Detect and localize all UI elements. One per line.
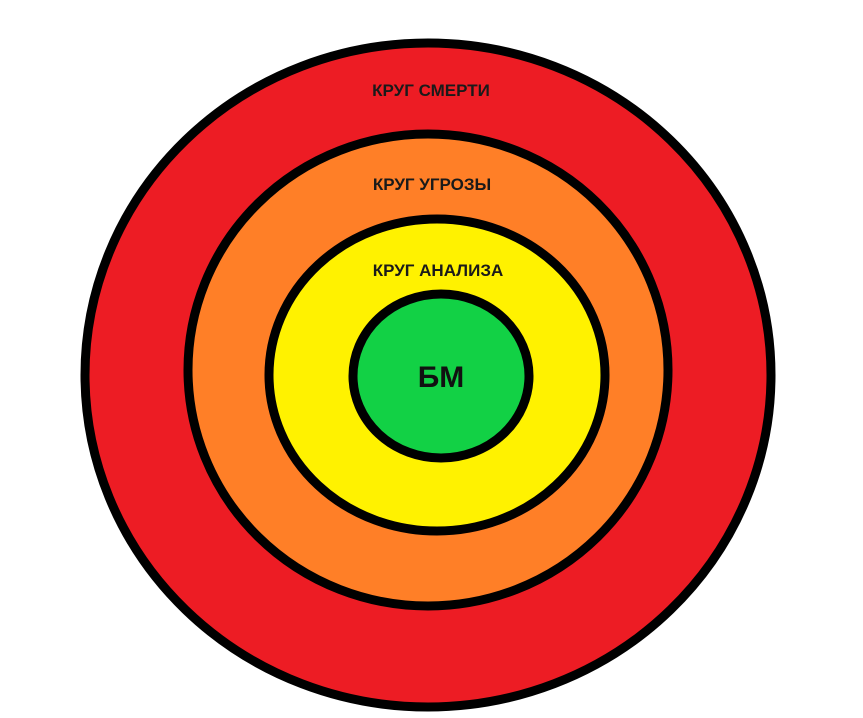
core-circle xyxy=(348,289,534,463)
ring-death-label: КРУГ СМЕРТИ xyxy=(372,81,490,100)
core-label: БМ xyxy=(418,361,465,394)
ring-analysis-label: КРУГ АНАЛИЗА xyxy=(373,261,504,280)
ring-threat-label: КРУГ УГРОЗЫ xyxy=(373,175,491,194)
